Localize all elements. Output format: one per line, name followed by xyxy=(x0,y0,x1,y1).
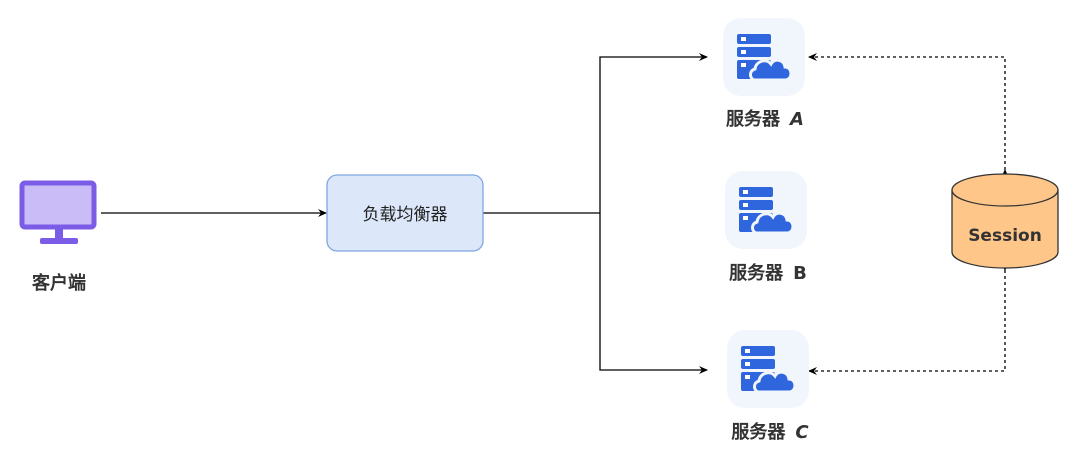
database-cylinder-icon xyxy=(951,173,1059,269)
load-balancer-box xyxy=(326,174,484,252)
session-server-a-dotted-link xyxy=(808,53,1009,178)
session-server-c-dotted-link xyxy=(808,262,1009,375)
split-to-server-c-arrow xyxy=(599,213,708,374)
monitor-icon xyxy=(19,180,97,244)
connectors xyxy=(101,53,1009,375)
load-balancer-node: 负载均衡器 xyxy=(326,174,484,252)
client-node: 客户端 xyxy=(19,180,97,294)
server-cloud-icon xyxy=(723,18,805,96)
session-store-node: Session xyxy=(951,173,1059,269)
server-cloud-icon xyxy=(725,171,807,249)
load-balancer-label: 负载均衡器 xyxy=(363,205,448,225)
client-label: 客户端 xyxy=(32,272,86,294)
split-to-server-a-arrow xyxy=(599,53,708,213)
server-cloud-icon xyxy=(727,330,809,408)
session-label: Session xyxy=(968,226,1042,246)
